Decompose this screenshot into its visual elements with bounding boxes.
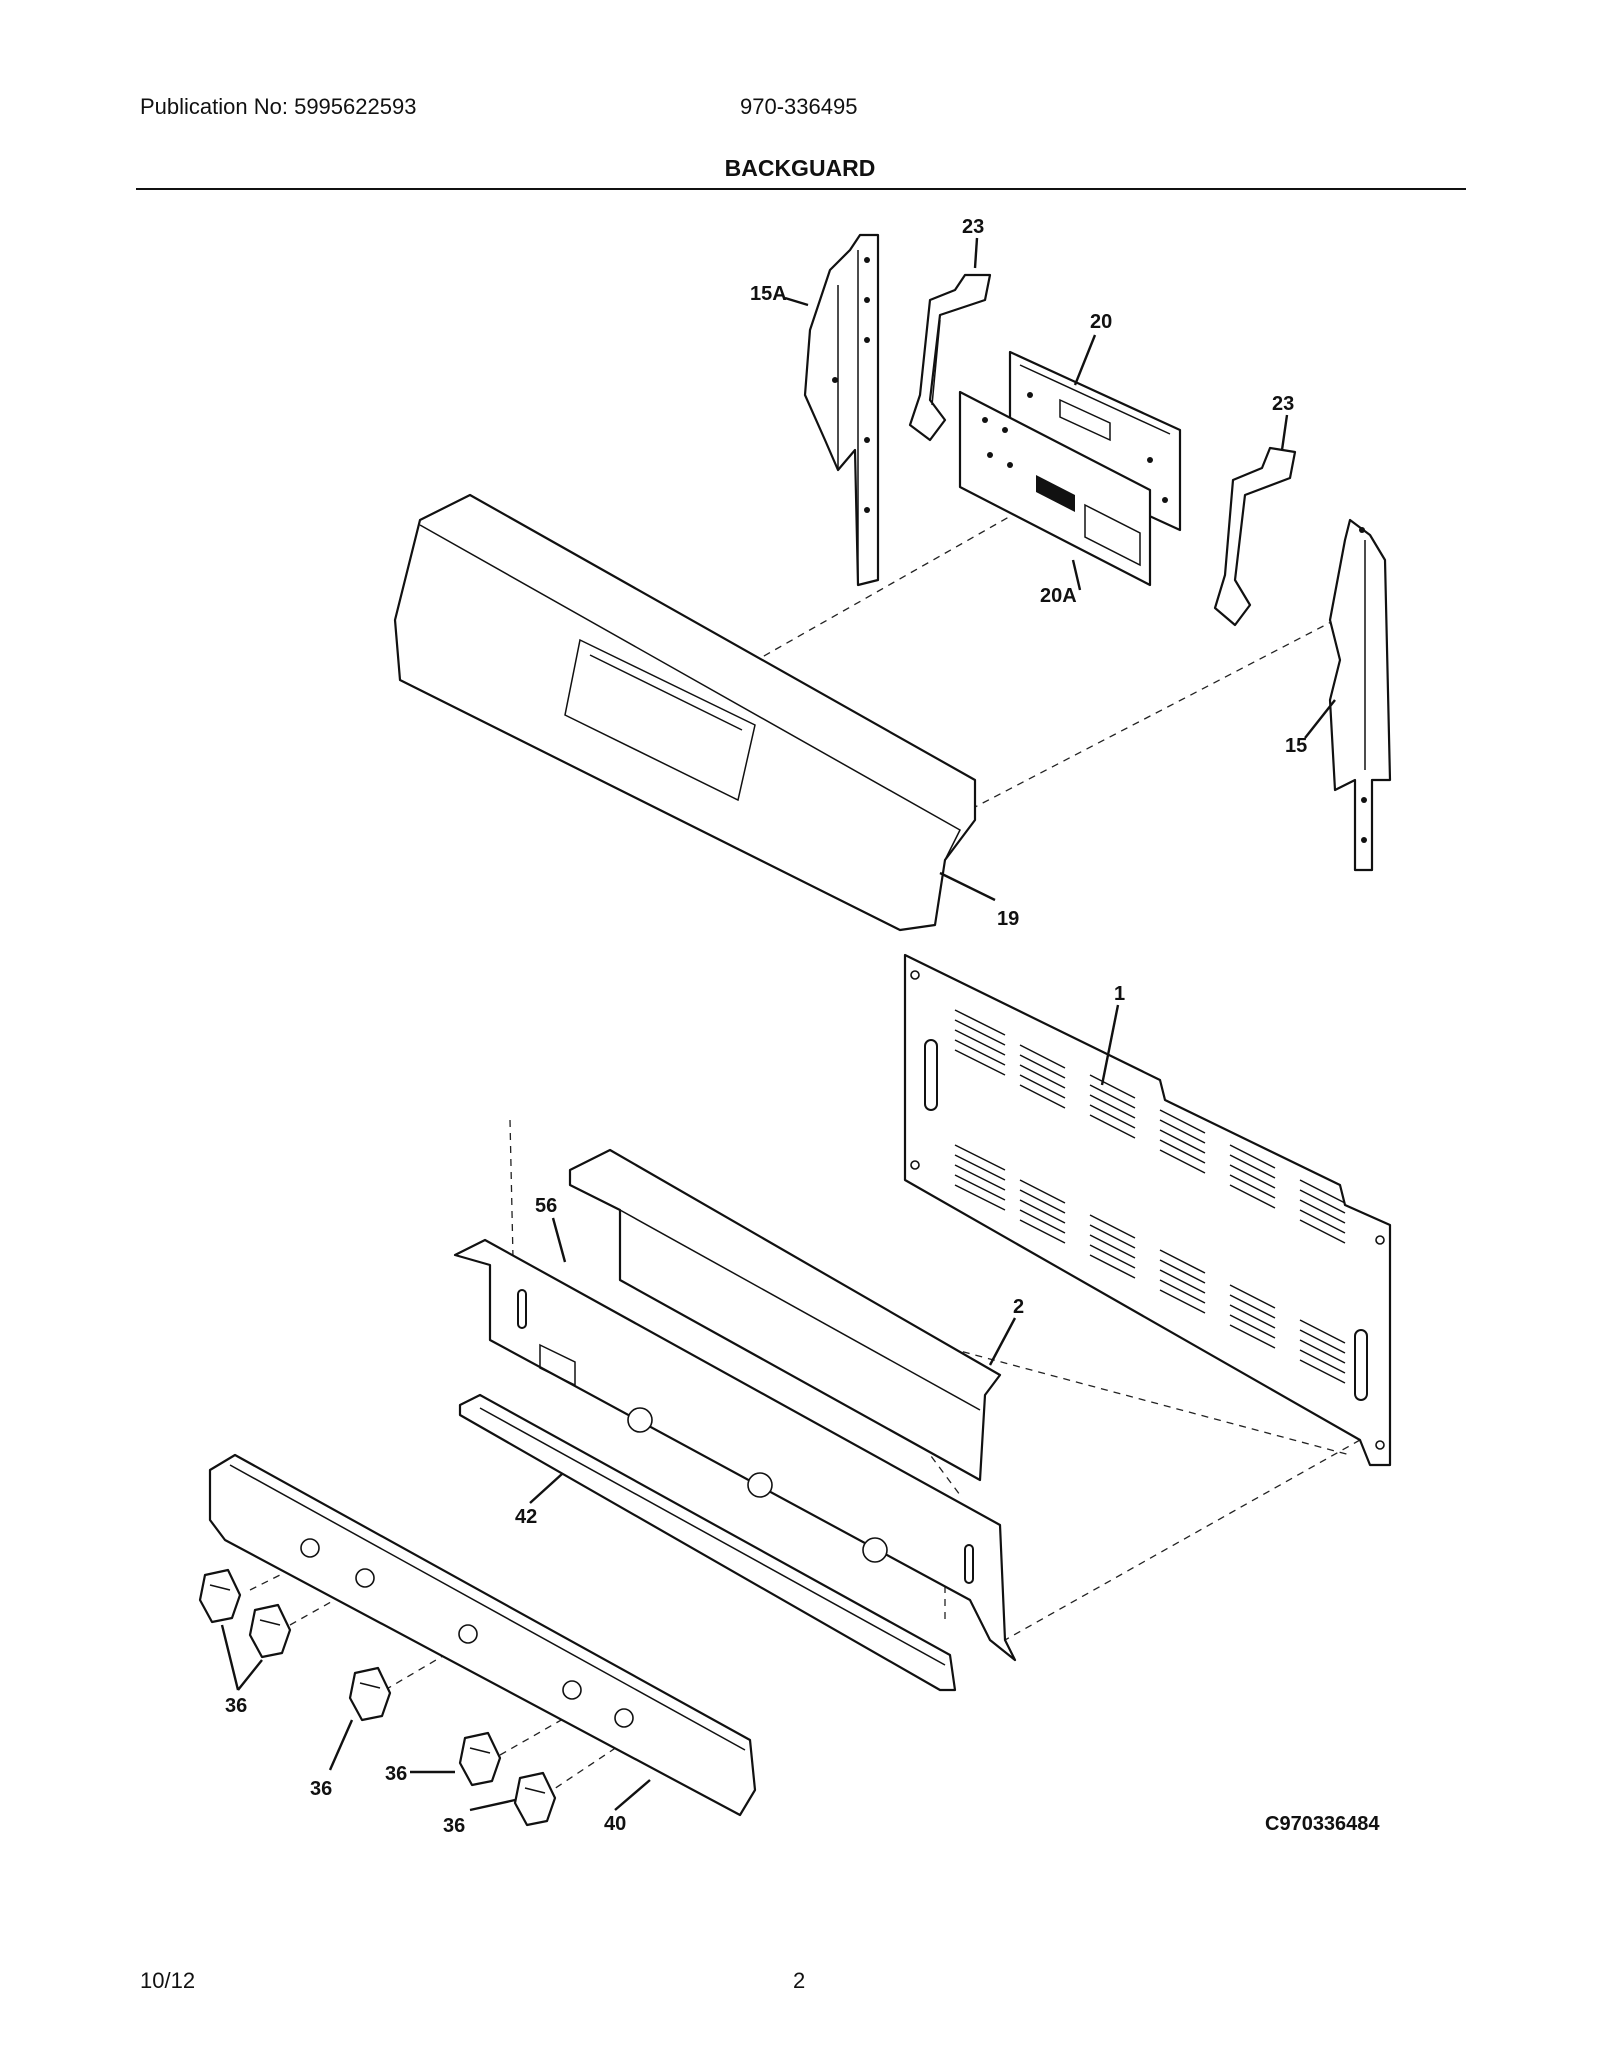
page-title: BACKGUARD: [724, 155, 876, 181]
model-number: 970-336495: [740, 94, 858, 119]
callout-23-upper: 23: [962, 216, 984, 238]
part-2-shield: [568, 1148, 1002, 1482]
page-number: 2: [793, 1968, 806, 1993]
callout-40: 40: [604, 1813, 626, 1835]
callout-1: 1: [1114, 983, 1125, 1005]
callout-36: 36: [225, 1695, 247, 1717]
publication-number: Publication No: 5995622593: [140, 94, 417, 119]
callout-56: 56: [535, 1195, 557, 1217]
callout-20a: 20A: [1040, 585, 1077, 607]
callout-20: 20: [1090, 311, 1112, 333]
part-36-knob: [458, 1731, 502, 1787]
callout-36: 36: [443, 1815, 465, 1837]
part-19-backguard: [393, 493, 977, 932]
part-36-knob: [348, 1666, 392, 1722]
part-20a-overlay: [958, 390, 1152, 587]
callout-15: 15: [1285, 735, 1307, 757]
callout-36: 36: [385, 1763, 407, 1785]
part-15a-bracket: [803, 233, 880, 587]
leader-lines: [220, 237, 1336, 1812]
part-23-bracket-left: [908, 273, 992, 442]
callout-23-right: 23: [1272, 393, 1294, 415]
callout-42: 42: [515, 1506, 537, 1528]
callout-2: 2: [1013, 1296, 1024, 1318]
part-1-rear-panel: [903, 953, 1392, 1467]
part-56-manifold-panel: [453, 1238, 1017, 1662]
part-15-bracket: [1328, 518, 1392, 872]
part-42-trim-strip: [458, 1393, 957, 1692]
callout-36: 36: [310, 1778, 332, 1800]
header-rule: [136, 188, 1466, 190]
revision-date: 10/12: [140, 1968, 196, 1993]
part-36-knob: [513, 1771, 557, 1827]
callout-15a: 15A: [750, 283, 787, 305]
part-36-knob: [248, 1603, 292, 1659]
part-23-bracket-right: [1213, 446, 1297, 627]
part-40-control-panel: [208, 1453, 757, 1817]
drawing-code: C970336484: [1265, 1813, 1380, 1835]
part-36-knob: [198, 1568, 242, 1624]
callout-19: 19: [997, 908, 1019, 930]
